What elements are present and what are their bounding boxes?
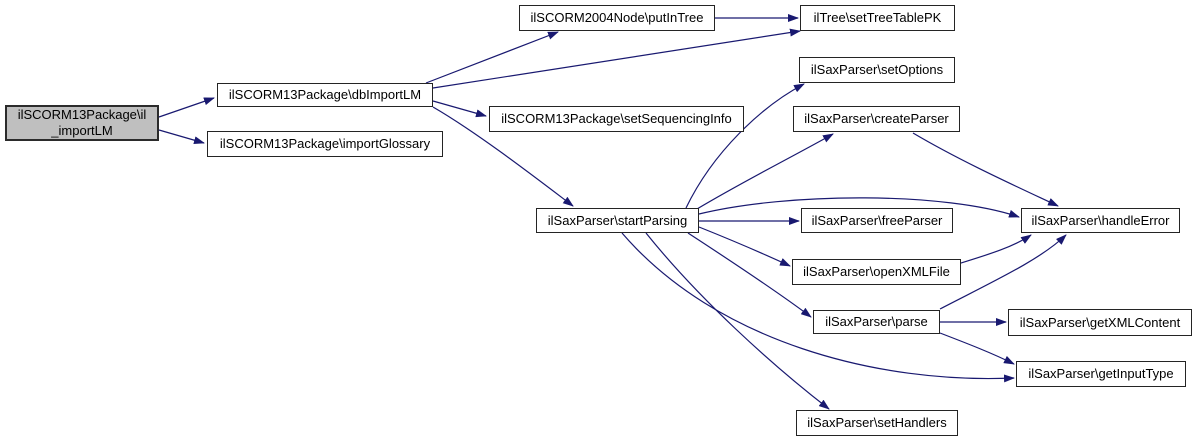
node-label: ilTree\setTreeTablePK xyxy=(813,10,942,25)
edge-dbImportLM-startParsing xyxy=(432,106,574,207)
edge-createParser-handleError xyxy=(912,132,1059,207)
edge-il_importLM-importGlossary xyxy=(158,129,205,145)
node-label: ilSaxParser\startParsing xyxy=(547,212,688,228)
node-openXMLFile[interactable]: ilSaxParser\openXMLFile xyxy=(792,259,961,285)
node-createParser[interactable]: ilSaxParser\createParser xyxy=(793,106,960,132)
edge-startParsing-getInputType xyxy=(621,232,1015,383)
node-importGlossary[interactable]: ilSCORM13Package\importGlossary xyxy=(207,131,443,157)
edge-parse-getInputType xyxy=(939,332,1015,365)
node-label: ilSCORM13Package\dbImportLM xyxy=(228,87,422,102)
node-label: ilSaxParser\setOptions xyxy=(810,62,944,77)
edge-startParsing-handleError xyxy=(698,197,1020,218)
node-label: ilSaxParser\handleError xyxy=(1031,212,1170,228)
node-setOptions[interactable]: ilSaxParser\setOptions xyxy=(799,57,955,83)
node-label: ilSaxParser\getXMLContent xyxy=(1019,314,1181,330)
edge-startParsing-openXMLFile xyxy=(698,226,791,267)
node-label: ilSaxParser\createParser xyxy=(804,111,949,126)
edge-parse-handleError xyxy=(939,234,1067,310)
edge-startParsing-setHandlers xyxy=(645,232,830,410)
node-dbImportLM[interactable]: ilSCORM13Package\dbImportLM xyxy=(217,83,433,107)
edge-il_importLM-dbImportLM xyxy=(158,97,215,118)
node-label: ilSaxParser\freeParser xyxy=(811,212,943,228)
node-setHandlers[interactable]: ilSaxParser\setHandlers xyxy=(796,410,958,436)
node-freeParser[interactable]: ilSaxParser\freeParser xyxy=(801,208,953,233)
edge-startParsing-createParser xyxy=(696,133,834,210)
edge-dbImportLM-setTreeTablePK xyxy=(432,28,801,89)
node-putInTree[interactable]: ilSCORM2004Node\putInTree xyxy=(519,5,715,31)
edge-startParsing-parse xyxy=(687,232,812,318)
node-label: ilSCORM13Package\il xyxy=(17,107,147,122)
node-getInputType[interactable]: ilSaxParser\getInputType xyxy=(1016,361,1186,387)
node-setTreeTablePK[interactable]: ilTree\setTreeTablePK xyxy=(800,5,955,31)
node-label: ilSaxParser\parse xyxy=(825,314,928,329)
node-setSequencingInfo[interactable]: ilSCORM13Package\setSequencingInfo xyxy=(489,106,744,132)
edge-startParsing-setOptions xyxy=(685,83,805,209)
node-label: ilSCORM13Package\importGlossary xyxy=(219,136,431,151)
node-getXMLContent[interactable]: ilSaxParser\getXMLContent xyxy=(1008,309,1192,336)
node-label: _importLM xyxy=(51,123,113,138)
node-label: ilSaxParser\getInputType xyxy=(1028,366,1174,381)
node-label: ilSCORM13Package\setSequencingInfo xyxy=(501,111,732,126)
edge-openXMLFile-handleError xyxy=(960,234,1032,264)
node-parse[interactable]: ilSaxParser\parse xyxy=(813,310,940,334)
node-handleError[interactable]: ilSaxParser\handleError xyxy=(1021,208,1180,233)
node-label: ilSaxParser\setHandlers xyxy=(807,415,947,430)
node-il_importLM[interactable]: ilSCORM13Package\il_importLM xyxy=(5,105,159,141)
node-startParsing[interactable]: ilSaxParser\startParsing xyxy=(536,208,699,233)
node-label: ilSCORM2004Node\putInTree xyxy=(530,10,704,25)
edge-dbImportLM-putInTree xyxy=(425,31,559,84)
edge-dbImportLM-setSequencingInfo xyxy=(432,100,487,118)
node-label: ilSaxParser\openXMLFile xyxy=(803,264,950,279)
